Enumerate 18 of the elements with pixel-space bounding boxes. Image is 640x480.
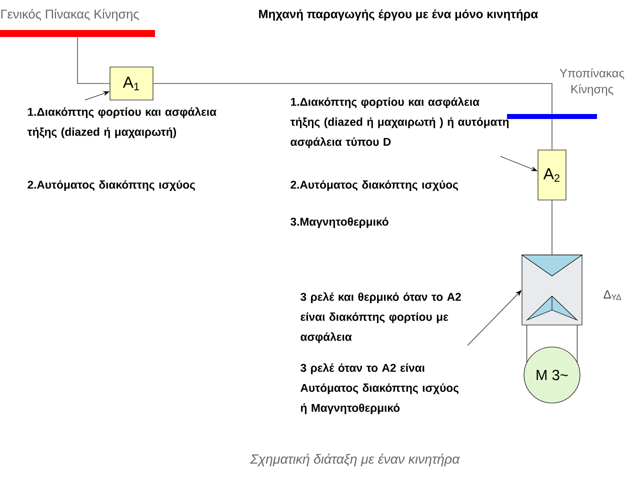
wire xyxy=(526,325,528,362)
panel-label: Γενικός Πίνακας Κίνησης xyxy=(1,8,139,22)
title: Μηχανή παραγωγής έργου με ένα μόνο κινητήρα xyxy=(259,9,538,21)
note-text: 1.Διακόπτης φορτίου και ασφάλεια τήξης (diazed ή μαχαιρωτή) xyxy=(27,107,216,138)
wire xyxy=(576,325,578,362)
wire xyxy=(77,37,110,84)
note-text: 3 ρελέ και θερμικό όταν το A2 είναι διακόπτης φορτίου με ασφάλεια xyxy=(300,292,461,344)
note-text: 2.Αυτόματος διακόπτης ισχύος xyxy=(290,180,458,191)
panel-label: Υποπίνακας Κίνησης xyxy=(560,68,624,96)
starter-label: Δ$_{ΥΔ}$ xyxy=(604,290,622,300)
note-text: 3 ρελέ όταν το A2 είναι Αυτόματος διακόπτης ισχύος ή Μαγνητοθερμικό xyxy=(300,363,459,414)
note-text: 1.Διακόπτης φορτίου και ασφάλεια τήξης (diazed ή μαχαιρωτή ) ή αυτόματη ασφάλεια τύπου D xyxy=(290,97,509,148)
note-text: 3.Μαγνητοθερμικό xyxy=(290,217,388,228)
breaker-box: A$_{2}$ xyxy=(538,150,566,200)
wire xyxy=(153,83,552,114)
caption: Σχηματική διάταξη με έναν κινητήρα xyxy=(250,454,460,466)
breaker-box: A$_{1}$ xyxy=(110,66,154,100)
note-text: 2.Αυτόματος διακόπτης ισχύος xyxy=(28,180,195,191)
